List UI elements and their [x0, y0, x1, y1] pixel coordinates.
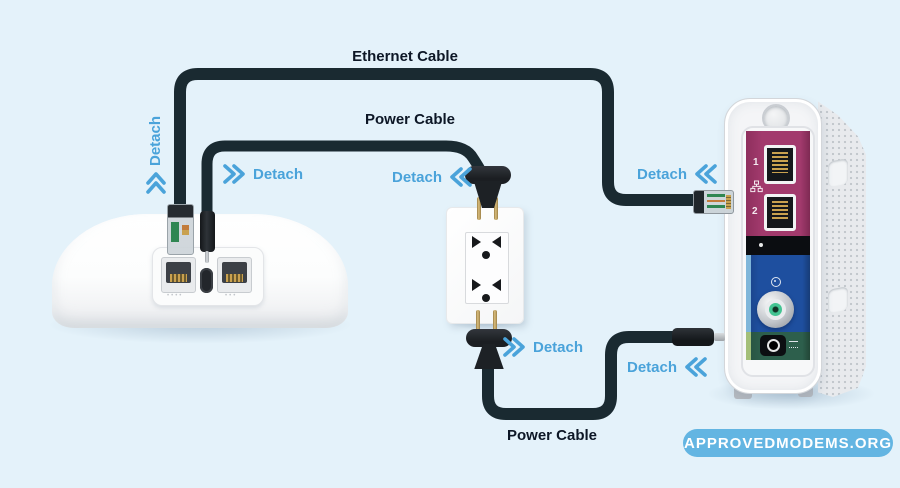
dc-polarity-icon: [789, 341, 798, 348]
outlet-module: [465, 232, 509, 304]
detach-label-modem-ethernet: Detach: [637, 163, 718, 185]
router-ethernet-port-1: [161, 257, 196, 293]
detach-label-modem-power: Detach: [627, 356, 708, 378]
outlet-socket1-right-slot: [492, 236, 501, 248]
modem-side-handle-bottom: [828, 286, 848, 314]
network-icon: [750, 180, 763, 193]
brand-badge: APPROVEDMODEMS.ORG: [683, 429, 893, 457]
double-chevron-up-icon: [146, 172, 166, 194]
modem-port-2-label: 2: [752, 206, 758, 217]
modem-side-vents: [818, 101, 866, 397]
top-plug-prong-left: [477, 197, 481, 220]
top-plug-prong-right: [494, 197, 498, 220]
detach-text: Detach: [627, 358, 678, 376]
detach-label-router-ethernet: Detach: [147, 115, 164, 167]
outlet-plate: [446, 207, 524, 324]
modem-green-stripe: [746, 332, 751, 360]
bottom-plug-prong-left: [476, 310, 480, 333]
router-port-2-marks: •••: [225, 293, 238, 299]
detach-text: Detach: [637, 165, 688, 183]
detach-label-outlet-top: Detach: [392, 166, 473, 188]
modem-black-strip: [746, 236, 810, 255]
modem-ethernet-plug: [693, 190, 734, 214]
modem-indicator-dot: [759, 243, 763, 247]
outlet-top-plug-head: [465, 166, 511, 184]
modem-ethernet-port-1: [764, 145, 796, 184]
double-chevron-right-icon: [223, 164, 245, 184]
power-cable-label-top: Power Cable: [364, 111, 456, 128]
modem-coax-connector: [757, 291, 794, 328]
double-chevron-left-icon: [695, 164, 717, 184]
detach-text: Detach: [533, 338, 584, 356]
modem-side-handle-top: [828, 158, 848, 188]
ethernet-cable-label: Ethernet Cable: [352, 48, 458, 65]
modem-power-plug: [672, 328, 725, 346]
modem-port-1-label: 1: [753, 157, 759, 168]
double-chevron-left-icon: [685, 357, 707, 377]
modem-rear-frame: 1 2: [724, 98, 822, 394]
router-port-1-marks: ••••: [167, 293, 184, 299]
router-ethernet-port-2: [217, 257, 252, 293]
coax-symbol-icon: [771, 277, 781, 287]
detach-label-router-power: Detach: [222, 163, 303, 185]
modem-rear-panel: 1 2: [741, 126, 815, 377]
detach-text: Detach: [392, 168, 443, 186]
modem-dc-power-jack: [760, 335, 786, 356]
double-chevron-right-icon: [503, 337, 525, 357]
modem-blue-stripe: [746, 255, 751, 332]
double-chevron-left-icon: [450, 167, 472, 187]
power-cable-label-bottom: Power Cable: [506, 427, 598, 444]
outlet-socket1-ground: [482, 251, 490, 259]
outlet-socket2-right-slot: [492, 279, 501, 291]
router-usbc-port: [200, 268, 213, 293]
router-power-plug: [200, 211, 215, 263]
outlet-socket2-left-slot: [472, 279, 481, 291]
detach-label-outlet-bottom: Detach: [502, 336, 583, 358]
detach-text: Detach: [253, 165, 304, 183]
modem-ethernet-port-2: [764, 194, 796, 231]
router-ethernet-plug: [167, 204, 194, 255]
outlet-socket2-ground: [482, 294, 490, 302]
outlet-bottom-plug-head: [466, 329, 512, 347]
outlet-socket1-left-slot: [472, 236, 481, 248]
bottom-plug-prong-right: [493, 310, 497, 333]
